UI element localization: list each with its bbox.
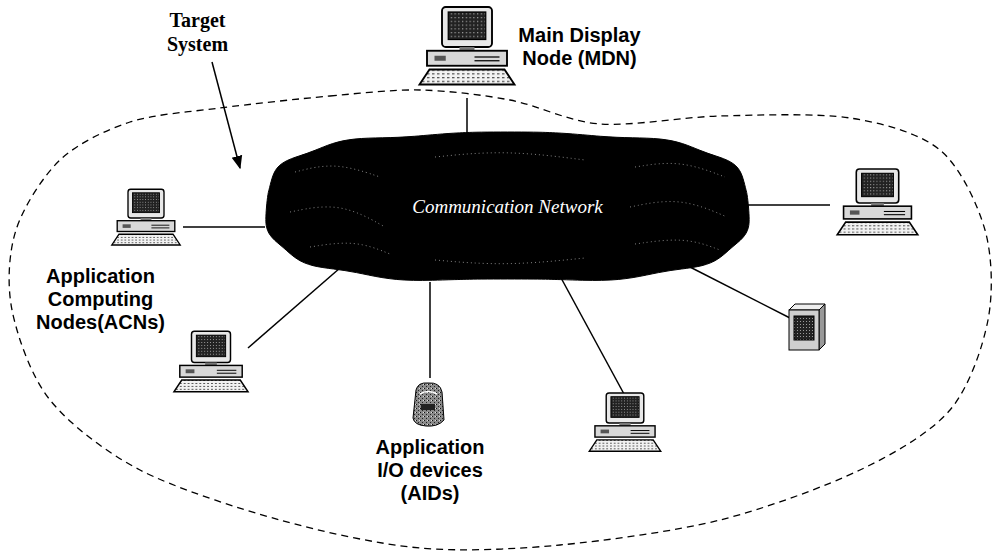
node-label: Communication Network [412, 196, 603, 218]
cloud-texture [290, 207, 385, 227]
io-terminal [789, 304, 825, 350]
leader-arrow [212, 62, 240, 168]
cloud-texture [630, 202, 727, 217]
network-cloud: Communication Network [265, 132, 750, 282]
icon-space [18, 185, 183, 250]
io-device [413, 383, 444, 426]
network-link [429, 282, 431, 378]
node-label: Application I/O devices (AIDs) [365, 436, 495, 505]
system-boundary [9, 90, 991, 550]
application-computer [174, 331, 248, 391]
network-link [744, 204, 830, 206]
cloud-texture [435, 153, 585, 160]
network-link [688, 266, 790, 318]
icon-space [408, 378, 453, 428]
cloud-texture [635, 240, 720, 250]
application-computer [589, 393, 660, 451]
main-display-node: Main Display Node (MDN) [412, 2, 642, 98]
network-link [183, 226, 265, 228]
application-computing-node: Application Computing Nodes(ACNs) [18, 185, 183, 334]
node-label: Application Computing Nodes(ACNs) [28, 265, 173, 334]
node-label: Target System [150, 8, 245, 56]
application-computer [112, 189, 180, 245]
cloud-texture [295, 166, 380, 177]
main-display-computer [420, 7, 515, 85]
network-link [248, 268, 340, 348]
node-label: Main Display Node (MDN) [517, 24, 642, 70]
network-link [560, 276, 624, 394]
icon-space [412, 2, 517, 98]
cloud-texture [635, 163, 725, 177]
network-cloud-shape [266, 132, 749, 280]
application-computer [837, 169, 918, 235]
cloud-texture [435, 258, 585, 264]
network-link [466, 98, 468, 132]
cloud-texture [310, 243, 390, 254]
application-io-device: Application I/O devices (AIDs) [355, 378, 505, 505]
